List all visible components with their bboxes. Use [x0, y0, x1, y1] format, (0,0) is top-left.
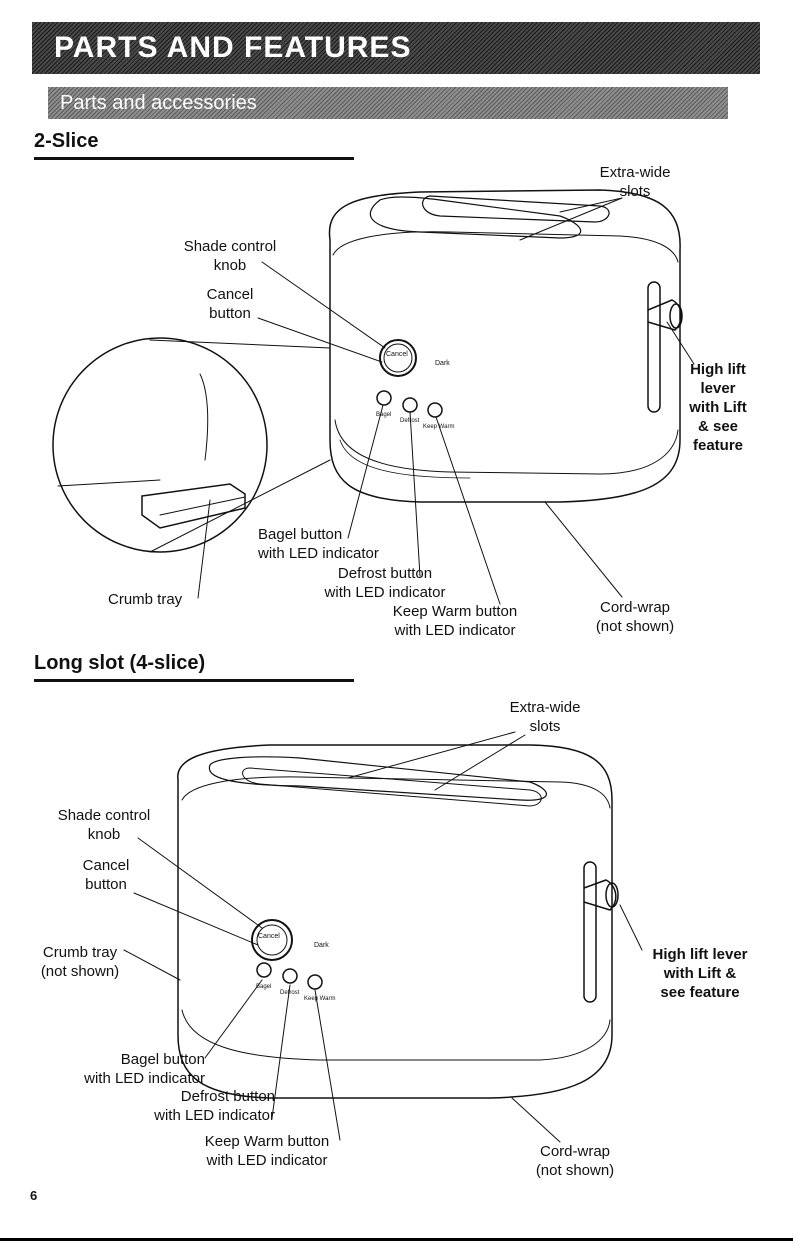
- label-line: Bagel button: [120, 1051, 205, 1068]
- label-line: feature: [692, 437, 744, 454]
- four-slice-heading: Long slot (4-slice): [34, 652, 206, 674]
- label-line: with LED indicator: [258, 545, 379, 562]
- label-line: Bagel button: [258, 526, 343, 543]
- two-slice-bagel-text: Bagel: [376, 412, 392, 418]
- label-line: (not shown): [595, 618, 675, 635]
- two-slice-defrost-text: Defrost: [400, 418, 420, 424]
- two-slice-warm-label: Keep Warm button with LED indicator: [380, 602, 530, 640]
- four-slice-cancel-label: Cancel button: [66, 856, 146, 894]
- two-slice-cord-label: Cord-wrap (not shown): [580, 598, 690, 636]
- label-line: knob: [87, 826, 121, 843]
- two-slice-heading: 2-Slice: [34, 130, 99, 152]
- four-slice-dial-cancel: Cancel: [258, 933, 280, 940]
- two-slice-keepwarm-text: Keep Warm: [423, 424, 455, 430]
- two-slice-leader-lines: [197, 197, 695, 605]
- label-line: with LED indicator: [394, 622, 516, 639]
- page-title: PARTS AND FEATURES: [54, 31, 412, 64]
- label-line: Keep Warm button: [392, 603, 518, 620]
- four-slice-toaster-drawing: [177, 744, 619, 1099]
- label-line: with Lift &: [663, 965, 737, 982]
- label-line: Crumb tray: [42, 944, 118, 961]
- four-slice-shade-label: Shade control knob: [44, 806, 164, 844]
- label-line: knob: [213, 257, 247, 274]
- four-slice-defrost-label: Defrost button with LED indicator: [120, 1087, 275, 1125]
- label-line: with LED indicator: [324, 584, 446, 601]
- two-slice-dial-dark: Dark: [435, 360, 450, 367]
- four-slice-leader-lines: [123, 731, 643, 1143]
- label-line: High lift: [690, 361, 746, 378]
- two-slice-heading-rule: [34, 157, 354, 160]
- label-line: (not shown): [40, 963, 120, 980]
- label-line: Cancel: [82, 857, 130, 874]
- four-slice-bagel-text: Bagel: [256, 984, 272, 990]
- two-slice-dial-cancel: Cancel: [386, 351, 408, 358]
- label-line: see feature: [660, 984, 740, 1001]
- label-line: with Lift: [689, 399, 747, 416]
- section-subtitle: Parts and accessories: [60, 92, 257, 114]
- label-line: with LED indicator: [84, 1070, 205, 1087]
- four-slice-warm-label: Keep Warm button with LED indicator: [192, 1132, 342, 1170]
- four-slice-lever-label: High lift lever with Lift & see feature: [635, 945, 765, 1002]
- label-line: High lift lever: [652, 946, 748, 963]
- page-bottom-rule: [0, 1238, 793, 1241]
- four-slice-defrost-text: Defrost: [280, 990, 300, 996]
- label-line: Shade control: [57, 807, 151, 824]
- two-slice-slots-label: Extra-wide slots: [590, 163, 680, 201]
- section-subheader-bar: Parts and accessories: [48, 87, 728, 119]
- label-line: Extra-wide: [599, 164, 671, 181]
- label-line: button: [85, 876, 127, 893]
- label-line: with LED indicator: [206, 1152, 328, 1169]
- label-line: Cord-wrap: [599, 599, 671, 616]
- two-slice-defrost-label: Defrost button with LED indicator: [310, 564, 460, 602]
- label-line: Shade control: [183, 238, 277, 255]
- two-slice-cancel-label: Cancel button: [190, 285, 270, 323]
- label-line: & see: [697, 418, 739, 435]
- label-line: slots: [619, 183, 651, 200]
- four-slice-crumb-label: Crumb tray (not shown): [30, 943, 130, 981]
- label-line: (not shown): [535, 1162, 615, 1179]
- four-slice-cord-label: Cord-wrap (not shown): [520, 1142, 630, 1180]
- two-slice-shade-label: Shade control knob: [170, 237, 290, 275]
- label-line: Extra-wide: [509, 699, 581, 716]
- two-slice-lever-label: High lift lever with Lift & see feature: [678, 360, 758, 455]
- two-slice-toaster-drawing: [52, 189, 683, 553]
- two-slice-crumb-label: Crumb tray: [108, 591, 183, 608]
- label-line: Defrost button: [180, 1088, 275, 1105]
- label-line: Cord-wrap: [539, 1143, 611, 1160]
- two-slice-bagel-label: Bagel button with LED indicator: [258, 525, 379, 563]
- four-slice-keepwarm-text: Keep Warm: [304, 996, 336, 1002]
- label-line: Defrost button: [337, 565, 433, 582]
- four-slice-heading-rule: [34, 679, 354, 682]
- page-header-bar: PARTS AND FEATURES: [32, 22, 760, 74]
- four-slice-slots-label: Extra-wide slots: [500, 698, 590, 736]
- page-number: 6: [30, 1188, 38, 1203]
- label-line: slots: [529, 718, 561, 735]
- label-line: Cancel: [206, 286, 254, 303]
- label-line: button: [209, 305, 251, 322]
- label-line: lever: [700, 380, 736, 397]
- four-slice-bagel-label: Bagel button with LED indicator: [50, 1050, 205, 1088]
- label-line: Keep Warm button: [204, 1133, 330, 1150]
- four-slice-dial-dark: Dark: [314, 942, 329, 949]
- label-line: with LED indicator: [154, 1107, 275, 1124]
